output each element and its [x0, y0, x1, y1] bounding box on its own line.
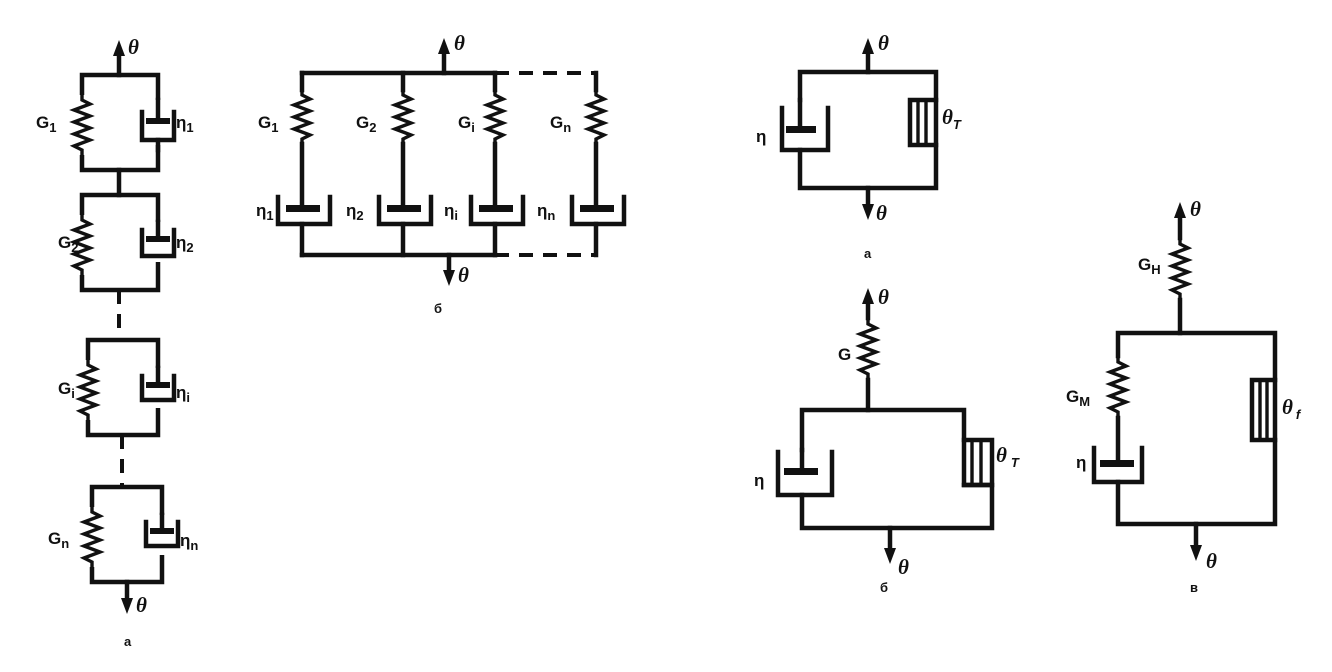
caption-c: в [1190, 580, 1198, 595]
etai-label: ηi [176, 383, 190, 405]
kelvin-unit-n-frame [89, 484, 165, 585]
dashpot-icon [775, 449, 835, 498]
arrow-down-icon [121, 598, 133, 614]
g2-label: G2 [58, 233, 78, 255]
g1-label: G1 [258, 113, 278, 135]
arrow-up-icon [1174, 202, 1186, 218]
eta-label: η [756, 127, 766, 146]
spring-icon [69, 215, 95, 275]
theta-label: θ [136, 593, 147, 617]
etan-label: ηn [537, 201, 555, 223]
arrow-down-icon [443, 270, 455, 286]
arrow-up-icon [438, 38, 450, 54]
kelvin-unit-2-frame [79, 192, 161, 293]
model-b-parallel-maxwell: θ θ б G1 η1 G2 η2 Gi ηi [256, 31, 627, 316]
eta1-label: η1 [176, 113, 194, 135]
caption-a: a [864, 246, 872, 261]
caption-a: a [124, 634, 132, 649]
spring-icon [75, 360, 101, 420]
slider-icon [1249, 377, 1278, 443]
gn-label: Gn [48, 529, 69, 551]
slider-icon [907, 97, 939, 148]
spring-icon [1167, 238, 1193, 300]
model-right-a: θ η θT θ a [756, 31, 962, 261]
g2-label: G2 [356, 113, 376, 135]
gh-label: GH [1138, 255, 1161, 277]
arrow-down-icon [1190, 545, 1202, 561]
eta2-label: η2 [346, 201, 364, 223]
theta-label: θ [876, 201, 887, 225]
arrow-down-icon [884, 548, 896, 564]
spring-icon [855, 318, 881, 380]
gi-label: Gi [458, 113, 475, 135]
theta-label: θ [128, 35, 139, 59]
dashpot-icon [779, 105, 831, 153]
spring-icon [1105, 356, 1131, 418]
theta-t-label: θT [942, 105, 962, 132]
gn-label: Gn [550, 113, 571, 135]
gm-label: GM [1066, 387, 1090, 409]
spring-icon [79, 507, 105, 567]
eta2-label: η2 [176, 233, 194, 255]
g1-label: G1 [36, 113, 56, 135]
arrow-down-icon [862, 204, 874, 220]
etan-label: ηn [180, 531, 198, 553]
caption-b: б [434, 301, 442, 316]
theta-label: θ [898, 555, 909, 579]
theta-label: θ [1190, 197, 1201, 221]
theta-label: θ [878, 31, 889, 55]
slider-icon [961, 437, 995, 488]
etai-label: ηi [444, 201, 458, 223]
theta-label: θ [1206, 549, 1217, 573]
eta1-label: η1 [256, 201, 274, 223]
arrow-up-icon [862, 288, 874, 304]
dashpot-icon [139, 227, 177, 259]
theta-label: θ [458, 263, 469, 287]
model-a-series-kelvin-chain: θ G1 η1 G2 η2 Gi ηi [36, 35, 198, 649]
caption-b: б [880, 580, 888, 595]
g-label: G [838, 345, 851, 364]
dashpot-icon [139, 373, 177, 403]
theta-label: θ [454, 31, 465, 55]
arrow-up-icon [113, 40, 125, 56]
spring-icon [69, 95, 95, 155]
theta-label: θ [878, 285, 889, 309]
gi-label: Gi [58, 379, 75, 401]
dashpot-icon [143, 519, 181, 549]
eta-label: η [1076, 453, 1086, 472]
eta-label: η [754, 471, 764, 490]
arrow-up-icon [862, 38, 874, 54]
